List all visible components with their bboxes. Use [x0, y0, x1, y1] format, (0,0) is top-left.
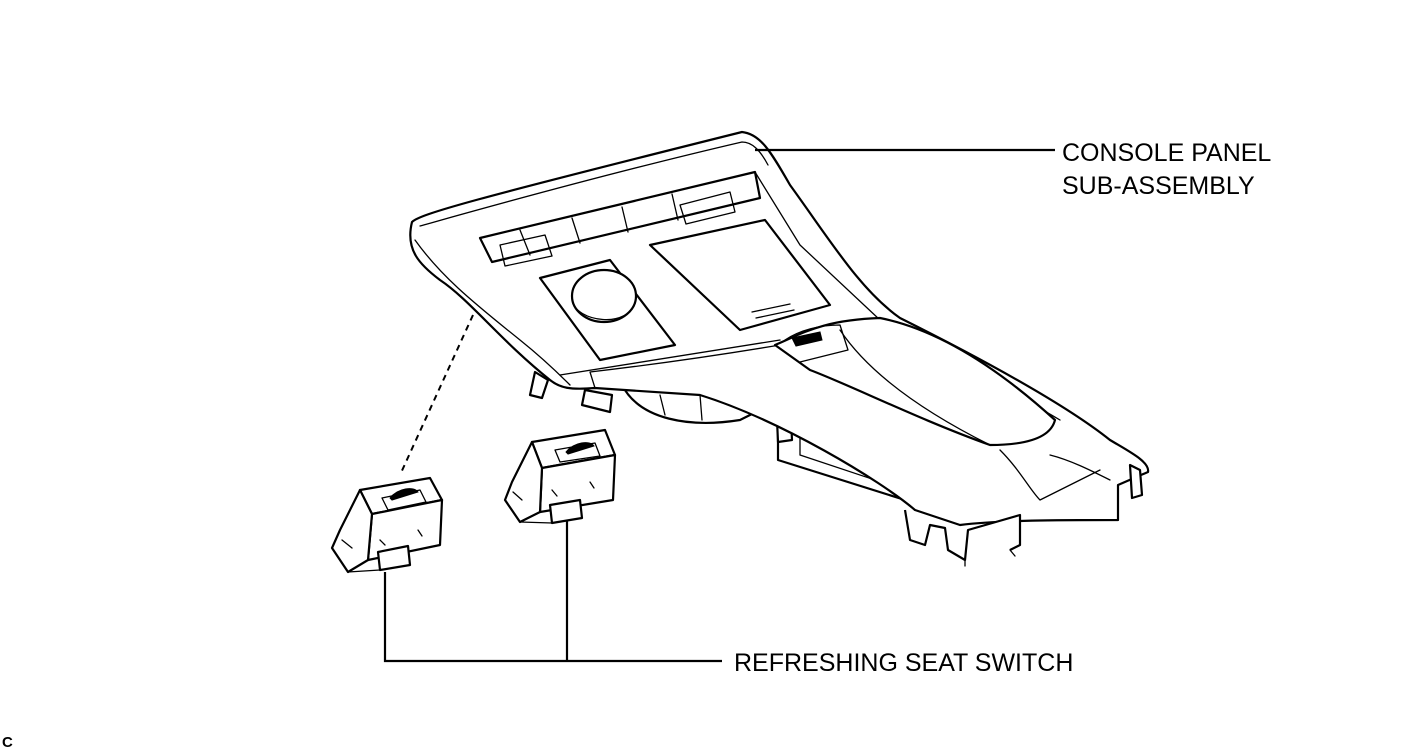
refreshing-seat-switch-label: REFRESHING SEAT SWITCH: [734, 649, 1074, 677]
console-panel-sub-assembly: [409, 130, 1150, 567]
controller-knob-icon: [570, 268, 638, 324]
console-panel-label-line1: CONSOLE PANEL: [1062, 139, 1272, 167]
console-panel-label-line2: SUB-ASSEMBLY: [1062, 172, 1255, 200]
console-panel-body: [409, 130, 1150, 567]
figure-code-label: C: [2, 734, 13, 751]
refreshing-seat-switch-right: [503, 428, 617, 525]
installation-guide-line: [399, 314, 474, 476]
switch-leader-line: [383, 520, 722, 663]
refreshing-seat-switch-left: [330, 476, 444, 574]
